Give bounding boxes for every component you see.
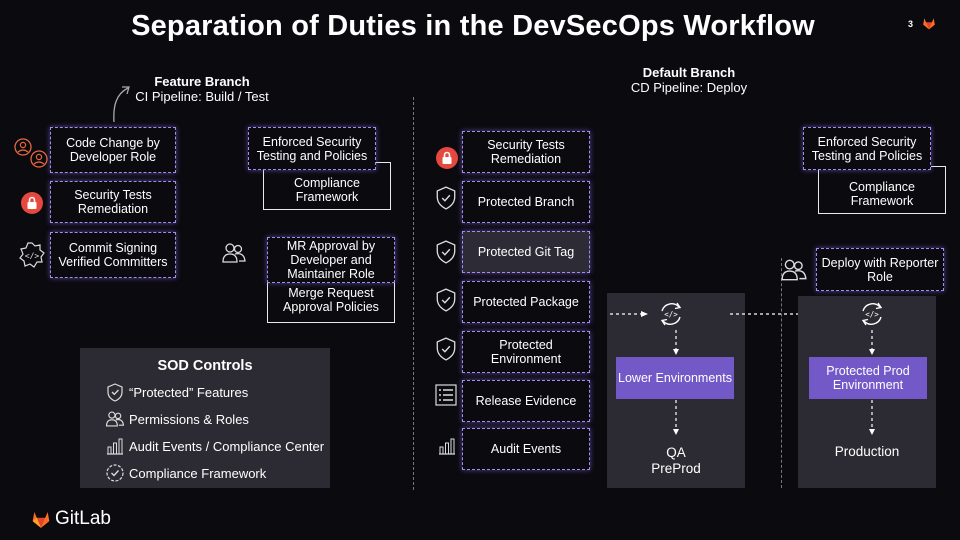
preprod-label: PreProd: [651, 461, 701, 476]
compliance-badge-icon: [106, 464, 124, 482]
prod-divider: [781, 258, 782, 488]
shield-check-icon: [436, 337, 456, 361]
feature-branch-heading: Feature Branch CI Pipeline: Build / Test: [120, 74, 284, 104]
dashed-arrow-right-icon: [610, 311, 648, 317]
code-change-box: Code Change by Developer Role: [50, 127, 176, 173]
sod-item-compliance-framework: Compliance Framework: [105, 463, 266, 483]
curved-arrow-icon: [113, 86, 130, 123]
default-branch-subtitle: CD Pipeline: Deploy: [630, 80, 748, 95]
branch-divider: [413, 97, 414, 490]
protected-package-box: Protected Package: [462, 281, 590, 323]
protected-branch-box: Protected Branch: [462, 181, 590, 223]
sod-item-permissions: Permissions & Roles: [105, 409, 249, 429]
shield-check-icon: [436, 240, 456, 264]
protected-prod-environment-box: Protected Prod Environment: [809, 357, 927, 399]
feature-branch-title: Feature Branch: [154, 74, 250, 89]
production-label: Production: [834, 444, 900, 459]
shield-check-icon: [107, 383, 123, 402]
gitlab-small-logo-icon: [923, 18, 935, 30]
dashed-arrow-icon: [869, 400, 875, 435]
lock-icon: [436, 147, 458, 169]
sod-controls-panel: SOD Controls: [80, 348, 330, 488]
shield-check-icon: [436, 288, 456, 312]
list-icon: [435, 384, 457, 406]
gitlab-logo: GitLab: [31, 508, 111, 530]
dashed-arrow-icon: [673, 330, 679, 355]
svg-text:</>: </>: [25, 252, 40, 261]
developer-roles-icon: [14, 138, 48, 168]
default-branch-title: Default Branch: [642, 65, 736, 80]
prod-compliance-framework-box: Compliance Framework: [818, 166, 946, 214]
svg-text:</>: </>: [664, 310, 678, 319]
dashed-arrow-icon: [869, 330, 875, 355]
gitlab-logo-icon: [32, 511, 50, 528]
prod-enforced-testing-box: Enforced Security Testing and Policies: [803, 127, 931, 170]
pipeline-cycle-icon: </>: [660, 302, 682, 326]
lower-environments-box: Lower Environments: [616, 357, 734, 399]
enforced-testing-box: Enforced Security Testing and Policies: [248, 127, 376, 170]
sod-item-protected-features: “Protected” Features: [105, 382, 248, 402]
pipeline-cycle-icon: </>: [861, 302, 883, 326]
svg-text:</>: </>: [865, 310, 879, 319]
gitlab-wordmark: GitLab: [55, 508, 111, 529]
users-icon: [781, 259, 807, 281]
lock-icon: [21, 192, 43, 214]
mr-approval-box: MR Approval by Developer and Maintainer …: [267, 237, 395, 283]
protected-environment-box: Protected Environment: [462, 331, 590, 373]
code-gear-icon: </>: [19, 242, 45, 268]
dashed-arrow-icon: [673, 400, 679, 435]
compliance-framework-box: Compliance Framework: [263, 162, 391, 210]
default-branch-heading: Default Branch CD Pipeline: Deploy: [608, 65, 770, 95]
protected-git-tag-box: Protected Git Tag: [462, 231, 590, 273]
qa-preprod-label: QA PreProd: [607, 445, 745, 477]
page-number: 3: [908, 19, 914, 29]
release-evidence-box: Release Evidence: [462, 380, 590, 422]
slide-title: Separation of Duties in the DevSecOps Wo…: [131, 10, 815, 42]
sod-item-label: Audit Events / Compliance Center: [129, 438, 325, 454]
default-security-tests-box: Security Tests Remediation: [462, 131, 590, 173]
security-tests-box: Security Tests Remediation: [50, 181, 176, 223]
users-icon: [105, 411, 125, 427]
sod-item-audit-events: Audit Events / Compliance Center: [105, 436, 324, 456]
audit-chart-icon: [107, 438, 123, 455]
sod-item-label: “Protected” Features: [129, 384, 249, 400]
feature-branch-subtitle: CI Pipeline: Build / Test: [135, 89, 269, 104]
users-icon: [222, 243, 246, 263]
deploy-reporter-box: Deploy with Reporter Role: [816, 248, 944, 291]
shield-check-icon: [436, 186, 456, 210]
commit-signing-box: Commit Signing Verified Committers: [50, 232, 176, 278]
audit-chart-icon: [439, 438, 455, 455]
sod-item-label: Permissions & Roles: [129, 411, 249, 427]
sod-controls-title: SOD Controls: [157, 358, 253, 374]
sod-item-label: Compliance Framework: [129, 465, 267, 481]
qa-label: QA: [666, 445, 686, 460]
audit-events-box: Audit Events: [462, 428, 590, 470]
